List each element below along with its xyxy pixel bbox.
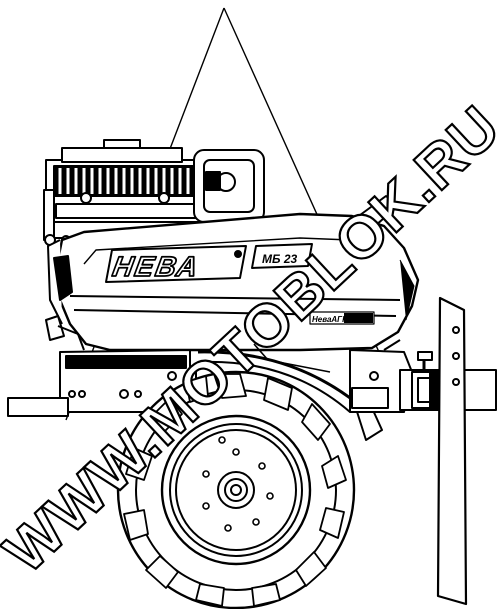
side-badge: НеваАГРО	[309, 311, 375, 325]
fuel-tank	[193, 149, 265, 223]
tire-treads	[123, 373, 347, 607]
clutch-lever	[45, 315, 85, 351]
brand-logo: НЕВА	[110, 250, 202, 282]
engine-fan-housing	[45, 139, 203, 225]
cooling-fins	[53, 165, 197, 197]
brand-logo-plate: НЕВА	[105, 245, 247, 283]
model-plate-label: МБ 23	[262, 252, 298, 266]
side-badge-label: НеваАГРО	[312, 315, 354, 324]
rim-bolts	[202, 436, 274, 532]
wheel-rim	[160, 414, 312, 566]
chassis-frame	[7, 349, 197, 417]
hitch-post	[436, 296, 468, 606]
model-plate: МБ 23	[251, 243, 313, 269]
